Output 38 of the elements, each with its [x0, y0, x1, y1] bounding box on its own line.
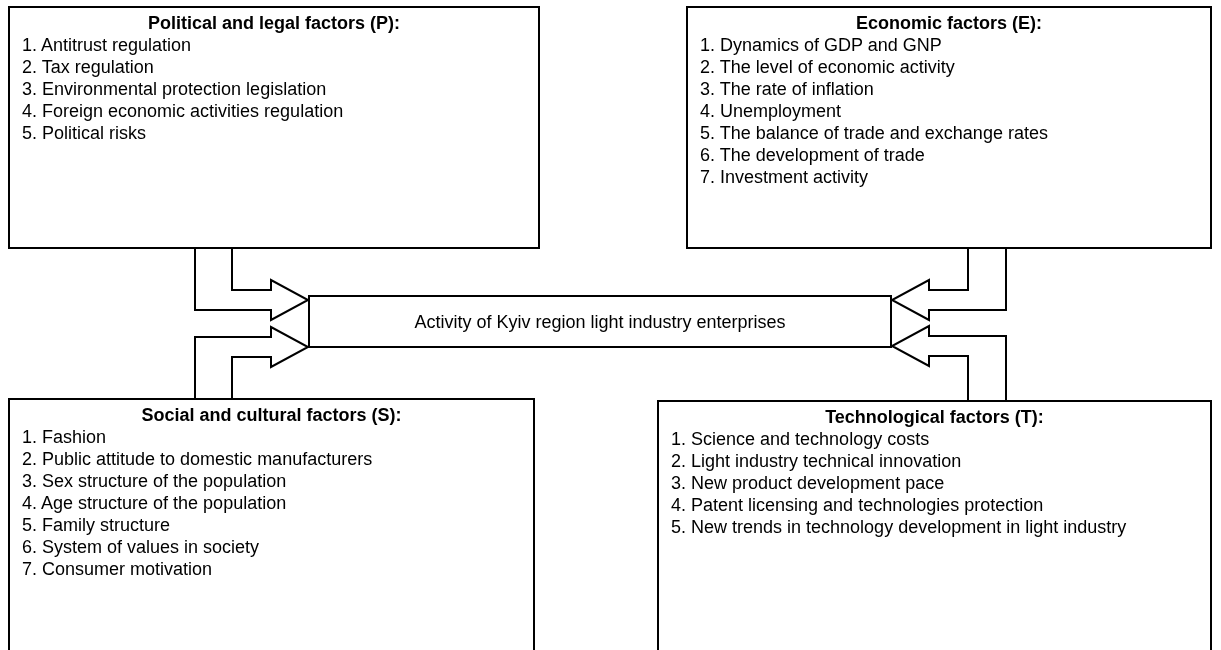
factor-box [657, 400, 1212, 650]
list-item: 4. Patent licensing and technologies protection [671, 494, 1044, 516]
list-item: 2. Tax regulation [22, 56, 154, 78]
list-item: 3. Sex structure of the population [22, 470, 287, 492]
list-item: 3. Environmental protection legislation [22, 78, 327, 100]
list-item: 4. Age structure of the population [22, 492, 287, 514]
factor-box [8, 6, 540, 249]
list-item: 2. Public attitude to domestic manufacturers [22, 448, 373, 470]
list-item: 4. Foreign economic activities regulation [22, 100, 344, 122]
box-heading: Political and legal factors (P): [146, 12, 402, 34]
list-item: 7. Consumer motivation [22, 558, 213, 580]
list-item: 7. Investment activity [700, 166, 869, 188]
box-heading: Social and cultural factors (S): [140, 404, 403, 426]
factor-box [686, 6, 1212, 249]
list-item: 5. Family structure [22, 514, 171, 536]
factor-box [8, 398, 535, 650]
block-arrow [194, 325, 311, 399]
list-item: 1. Science and technology costs [671, 428, 930, 450]
block-arrow [889, 324, 1007, 401]
block-arrow [194, 248, 311, 322]
list-item: 1. Fashion [22, 426, 107, 448]
list-item: 5. New trends in technology development in light industry [671, 516, 1127, 538]
box-heading: Economic factors (E): [855, 12, 1043, 34]
list-item: 2. The level of economic activity [700, 56, 955, 78]
list-item: 2. Light industry technical innovation [671, 450, 962, 472]
box-title: Activity of Kyiv region light industry enterprises [414, 310, 786, 333]
list-item: 4. Unemployment [700, 100, 842, 122]
list-item: 5. The balance of trade and exchange rates [700, 122, 1048, 144]
list-item: 3. The rate of inflation [700, 78, 874, 100]
list-item: 1. Antitrust regulation [22, 34, 192, 56]
list-item: 6. System of values in society [22, 536, 260, 558]
list-item: 3. New product development pace [671, 472, 945, 494]
center-box [308, 295, 892, 348]
list-item: 6. The development of trade [700, 144, 925, 166]
box-heading: Technological factors (T): [824, 406, 1045, 428]
list-item: 5. Political risks [22, 122, 147, 144]
list-item: 1. Dynamics of GDP and GNP [700, 34, 942, 56]
block-arrow [889, 248, 1007, 322]
